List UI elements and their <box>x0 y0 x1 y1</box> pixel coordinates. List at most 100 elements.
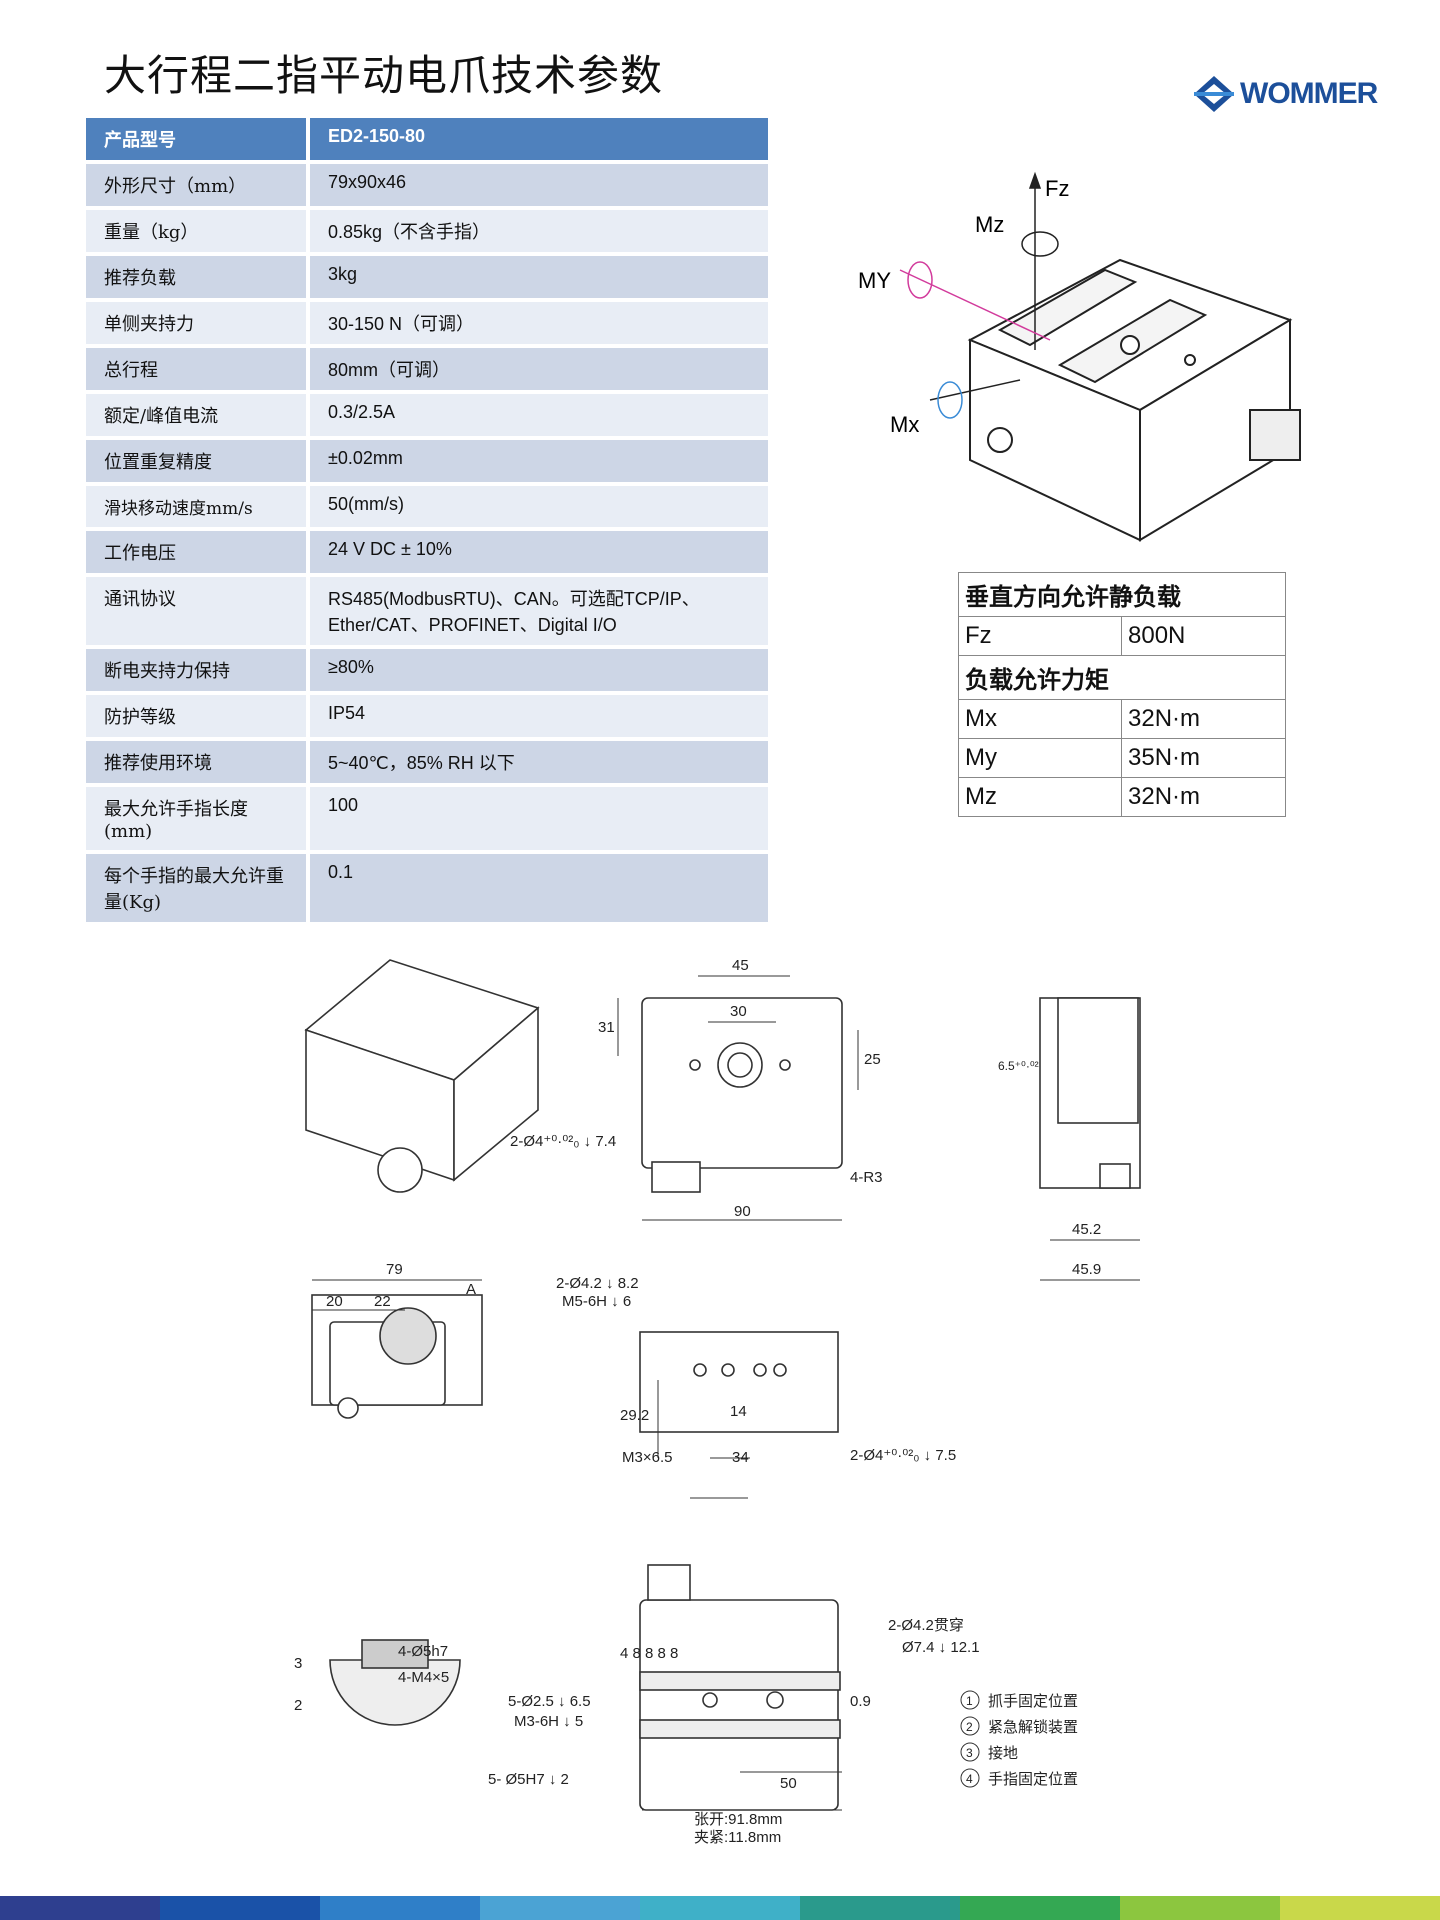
bottom-bar-segment <box>160 1896 320 1920</box>
spec-key: 推荐负载 <box>86 256 310 298</box>
dim-22: 22 <box>374 1293 391 1310</box>
dim-292: 29.2 <box>620 1407 649 1424</box>
fz-key: Fz <box>958 616 1122 656</box>
note-25-2: M3-6H ↓ 5 <box>514 1713 583 1730</box>
note-5h7: 4-Ø5h7 <box>398 1643 448 1660</box>
dim-45: 45 <box>732 957 749 974</box>
page-title: 大行程二指平动电爪技术参数 <box>104 51 664 100</box>
bottom-bar-segment <box>320 1896 480 1920</box>
spec-row: 重量（kg）0.85kg（不含手指） <box>86 210 768 252</box>
spec-value: 79x90x46 <box>310 164 768 206</box>
load-moment-title: 负载允许力矩 <box>958 655 1286 700</box>
spec-value: 50(mm/s) <box>310 486 768 527</box>
legend-text: 接地 <box>988 1745 1018 1762</box>
note-25-1: 5-Ø2.5 ↓ 6.5 <box>508 1693 591 1710</box>
note-cbore: Ø7.4 ↓ 12.1 <box>902 1639 980 1656</box>
spec-value: 3kg <box>310 256 768 298</box>
spec-key: 额定/峰值电流 <box>86 394 310 436</box>
spec-key: 单侧夹持力 <box>86 302 310 344</box>
bottom-bar-segment <box>0 1896 160 1920</box>
spec-key: 位置重复精度 <box>86 440 310 482</box>
legend-text: 抓手固定位置 <box>988 1693 1078 1710</box>
note-m3: M3×6.5 <box>622 1449 672 1466</box>
dim-20: 20 <box>326 1293 343 1310</box>
spec-value: IP54 <box>310 695 768 737</box>
open-dim: 张开:91.8mm <box>694 1811 782 1828</box>
legend-text: 手指固定位置 <box>988 1771 1078 1788</box>
legend: 1 抓手固定位置 2 紧急解锁装置 3 接地 4 手指固定位置 <box>960 1690 1078 1788</box>
dims-8: 4 8 8 8 8 <box>620 1645 678 1662</box>
spec-row: 断电夹持力保持≥80% <box>86 649 768 691</box>
dim-459: 45.9 <box>1072 1261 1101 1278</box>
spec-value: 0.1 <box>310 854 768 922</box>
note-hole-bottom: 2-Ø4⁺⁰·⁰²₀ ↓ 7.5 <box>850 1447 956 1464</box>
mx-label: Mx <box>890 412 919 437</box>
spec-key: 通讯协议 <box>86 577 310 645</box>
load-vertical-title: 垂直方向允许静负载 <box>958 572 1286 617</box>
bottom-color-bar <box>0 1896 1440 1920</box>
dim-3: 3 <box>294 1655 302 1672</box>
dim-31: 31 <box>598 1019 615 1036</box>
logo-text: WOMMER <box>1240 77 1378 110</box>
spec-key: 外形尺寸（mm） <box>86 164 310 206</box>
spec-value: ≥80% <box>310 649 768 691</box>
dim-r3: 4-R3 <box>850 1169 883 1186</box>
dim-09: 0.9 <box>850 1693 871 1710</box>
note-m4: 4-M4×5 <box>398 1669 449 1686</box>
spec-table: 产品型号 ED2-150-80 外形尺寸（mm）79x90x46 重量（kg）0… <box>86 114 768 926</box>
dim-452: 45.2 <box>1072 1221 1101 1238</box>
spec-key: 总行程 <box>86 348 310 390</box>
spec-key: 防护等级 <box>86 695 310 737</box>
spec-key: 推荐使用环境 <box>86 741 310 783</box>
spec-header-key: 产品型号 <box>86 118 310 160</box>
bottom-bar-segment <box>800 1896 960 1920</box>
spec-row: 最大允许手指长度(mm)100 <box>86 787 768 850</box>
note-m5-1: 2-Ø4.2 ↓ 8.2 <box>556 1275 639 1292</box>
my-key: My <box>958 738 1122 778</box>
note-thru: 2-Ø4.2贯穿 <box>888 1617 964 1634</box>
spec-row: 外形尺寸（mm）79x90x46 <box>86 164 768 206</box>
mx-value: 32N·m <box>1121 699 1286 739</box>
close-dim: 夹紧:11.8mm <box>694 1829 781 1846</box>
technical-drawing: 45 30 31 25 90 2-Ø4⁺⁰·⁰²₀ ↓ 7.4 4-R3 6.5… <box>294 957 1141 1846</box>
spec-key: 重量（kg） <box>86 210 310 252</box>
dim-side: 6.5⁺⁰·⁰² <box>998 1059 1039 1073</box>
spec-value: 30-150 N（可调） <box>310 302 768 344</box>
dim-30: 30 <box>730 1003 747 1020</box>
dim-90: 90 <box>734 1203 751 1220</box>
logo: WOMMER <box>1192 74 1378 114</box>
note-hole-top: 2-Ø4⁺⁰·⁰²₀ ↓ 7.4 <box>510 1133 616 1150</box>
spec-key: 工作电压 <box>86 531 310 573</box>
dim-2: 2 <box>294 1697 302 1714</box>
mz-key: Mz <box>958 777 1122 817</box>
spec-key: 滑块移动速度mm/s <box>86 486 310 527</box>
bottom-bar-segment <box>960 1896 1120 1920</box>
spec-value: ±0.02mm <box>310 440 768 482</box>
spec-value: 80mm（可调） <box>310 348 768 390</box>
spec-header-row: 产品型号 ED2-150-80 <box>86 118 768 160</box>
dim-79: 79 <box>386 1261 403 1278</box>
legend-text: 紧急解锁装置 <box>988 1719 1078 1736</box>
spec-value: 0.85kg（不含手指） <box>310 210 768 252</box>
my-value: 35N·m <box>1121 738 1286 778</box>
mx-key: Mx <box>958 699 1122 739</box>
bottom-bar-segment <box>1120 1896 1280 1920</box>
spec-value: 0.3/2.5A <box>310 394 768 436</box>
mz-value: 32N·m <box>1121 777 1286 817</box>
bottom-bar-segment <box>1280 1896 1440 1920</box>
dim-14: 14 <box>730 1403 747 1420</box>
spec-key: 断电夹持力保持 <box>86 649 310 691</box>
spec-row: 位置重复精度±0.02mm <box>86 440 768 482</box>
legend-num: 3 <box>966 1746 973 1760</box>
spec-value: 24 V DC ± 10% <box>310 531 768 573</box>
spec-key: 每个手指的最大允许重量(Kg) <box>86 854 310 922</box>
note-5h7b: 5- Ø5H7 ↓ 2 <box>488 1771 569 1788</box>
spec-value: 5~40℃，85% RH 以下 <box>310 741 768 783</box>
